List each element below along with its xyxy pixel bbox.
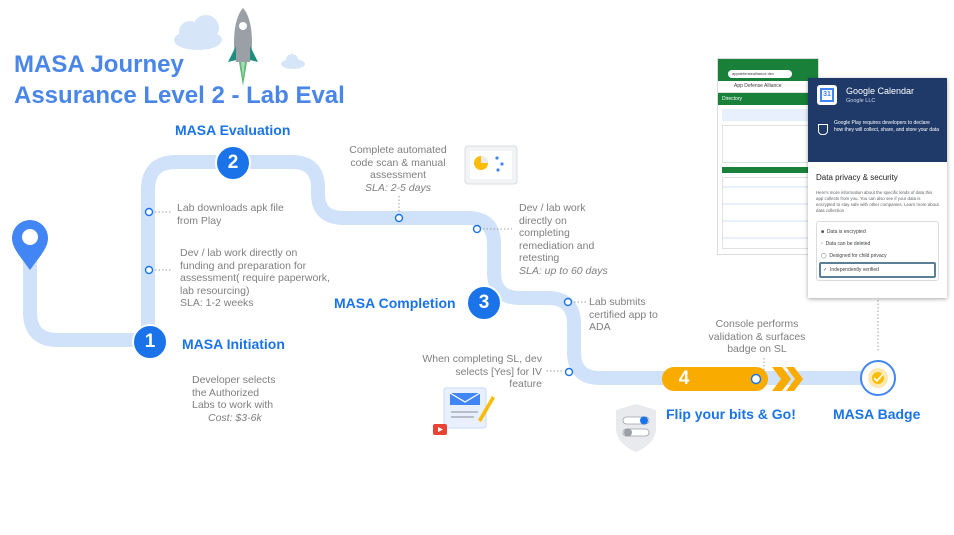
note-dev-lab-funding-sla: SLA: 1-2 weeks xyxy=(180,297,254,309)
url-bar: appdefensealliance.dev xyxy=(728,70,792,78)
privacy-item-independently-verified: ✓ Independently verified xyxy=(819,262,936,278)
note-scan: Complete automated code scan & manual as… xyxy=(349,144,447,194)
stage-1-label: MASA Initiation xyxy=(182,336,285,352)
page-subtitle: Assurance Level 2 - Lab Eval xyxy=(14,82,345,109)
waypoint-dot xyxy=(144,265,154,275)
page-title: MASA Journey xyxy=(14,51,184,78)
waypoint-dot xyxy=(564,367,574,377)
note-lab-downloads: Lab downloads apk file from Play xyxy=(177,202,284,227)
note-developer-selects: Developer selects the Authorized Labs to… xyxy=(192,374,276,424)
journey-path xyxy=(23,155,864,385)
waypoint-dot xyxy=(144,207,154,217)
privacy-item: ◯ Designed for child privacy xyxy=(821,253,887,259)
privacy-body: Here's more information about the specif… xyxy=(816,190,939,213)
shield-icon xyxy=(818,124,828,135)
app-developer: Google LLC xyxy=(846,98,876,104)
stage-2-label: MASA Evaluation xyxy=(175,122,291,138)
form-document-icon xyxy=(433,387,495,435)
stage-3-label: MASA Completion xyxy=(334,295,456,311)
cloud-icon xyxy=(174,15,222,50)
stage-1-marker: 1 xyxy=(132,324,168,360)
shield-toggle-icon xyxy=(616,404,656,452)
note-scan-sla: SLA: 2-5 days xyxy=(365,181,431,194)
note-console: Console performs validation & surfaces b… xyxy=(708,318,806,355)
stage-2-marker: 2 xyxy=(215,145,251,181)
note-remediation: Dev / lab work directly on completing re… xyxy=(519,202,608,277)
data-safety-card: 31 Google Calendar Google LLC Google Pla… xyxy=(808,78,947,298)
note-dev-lab-funding: Dev / lab work directly on funding and p… xyxy=(180,247,330,309)
waypoint-dot xyxy=(394,213,404,223)
note-developer-cost: Cost: $3-6k xyxy=(208,411,262,424)
play-banner: Google Play requires developers to decla… xyxy=(834,120,940,133)
stage-4-bar xyxy=(662,367,803,391)
note-completing-sl: When completing SL, dev selects [Yes] fo… xyxy=(422,353,542,390)
calendar-app-icon: 31 xyxy=(817,85,837,105)
cloud-icon xyxy=(281,54,305,69)
privacy-heading: Data privacy & security xyxy=(816,173,898,182)
stage-4-marker: 4 xyxy=(678,368,690,389)
privacy-item: ▫ Data can be deleted xyxy=(821,241,871,247)
stage-4-label: Flip your bits & Go! xyxy=(666,406,796,422)
waypoint-dot xyxy=(472,224,482,234)
code-scan-icon xyxy=(464,145,518,185)
app-name: Google Calendar xyxy=(846,86,915,96)
phone-screenshot: appdefensealliance.dev App Defense Allia… xyxy=(717,58,819,255)
note-lab-submits: Lab submits certified app to ADA xyxy=(589,296,658,333)
site-section: Directory xyxy=(718,93,818,105)
waypoint-dot xyxy=(563,297,573,307)
rocket-icon xyxy=(228,8,258,86)
stage-3-marker: 3 xyxy=(466,285,502,321)
masa-badge-icon xyxy=(860,360,896,396)
site-header: App Defense Alliance xyxy=(718,81,818,93)
privacy-item: ■ Data is encrypted xyxy=(821,229,866,235)
note-remediation-sla: SLA: up to 60 days xyxy=(519,264,608,277)
masa-badge-label: MASA Badge xyxy=(833,406,921,422)
map-pin-icon xyxy=(12,220,48,270)
